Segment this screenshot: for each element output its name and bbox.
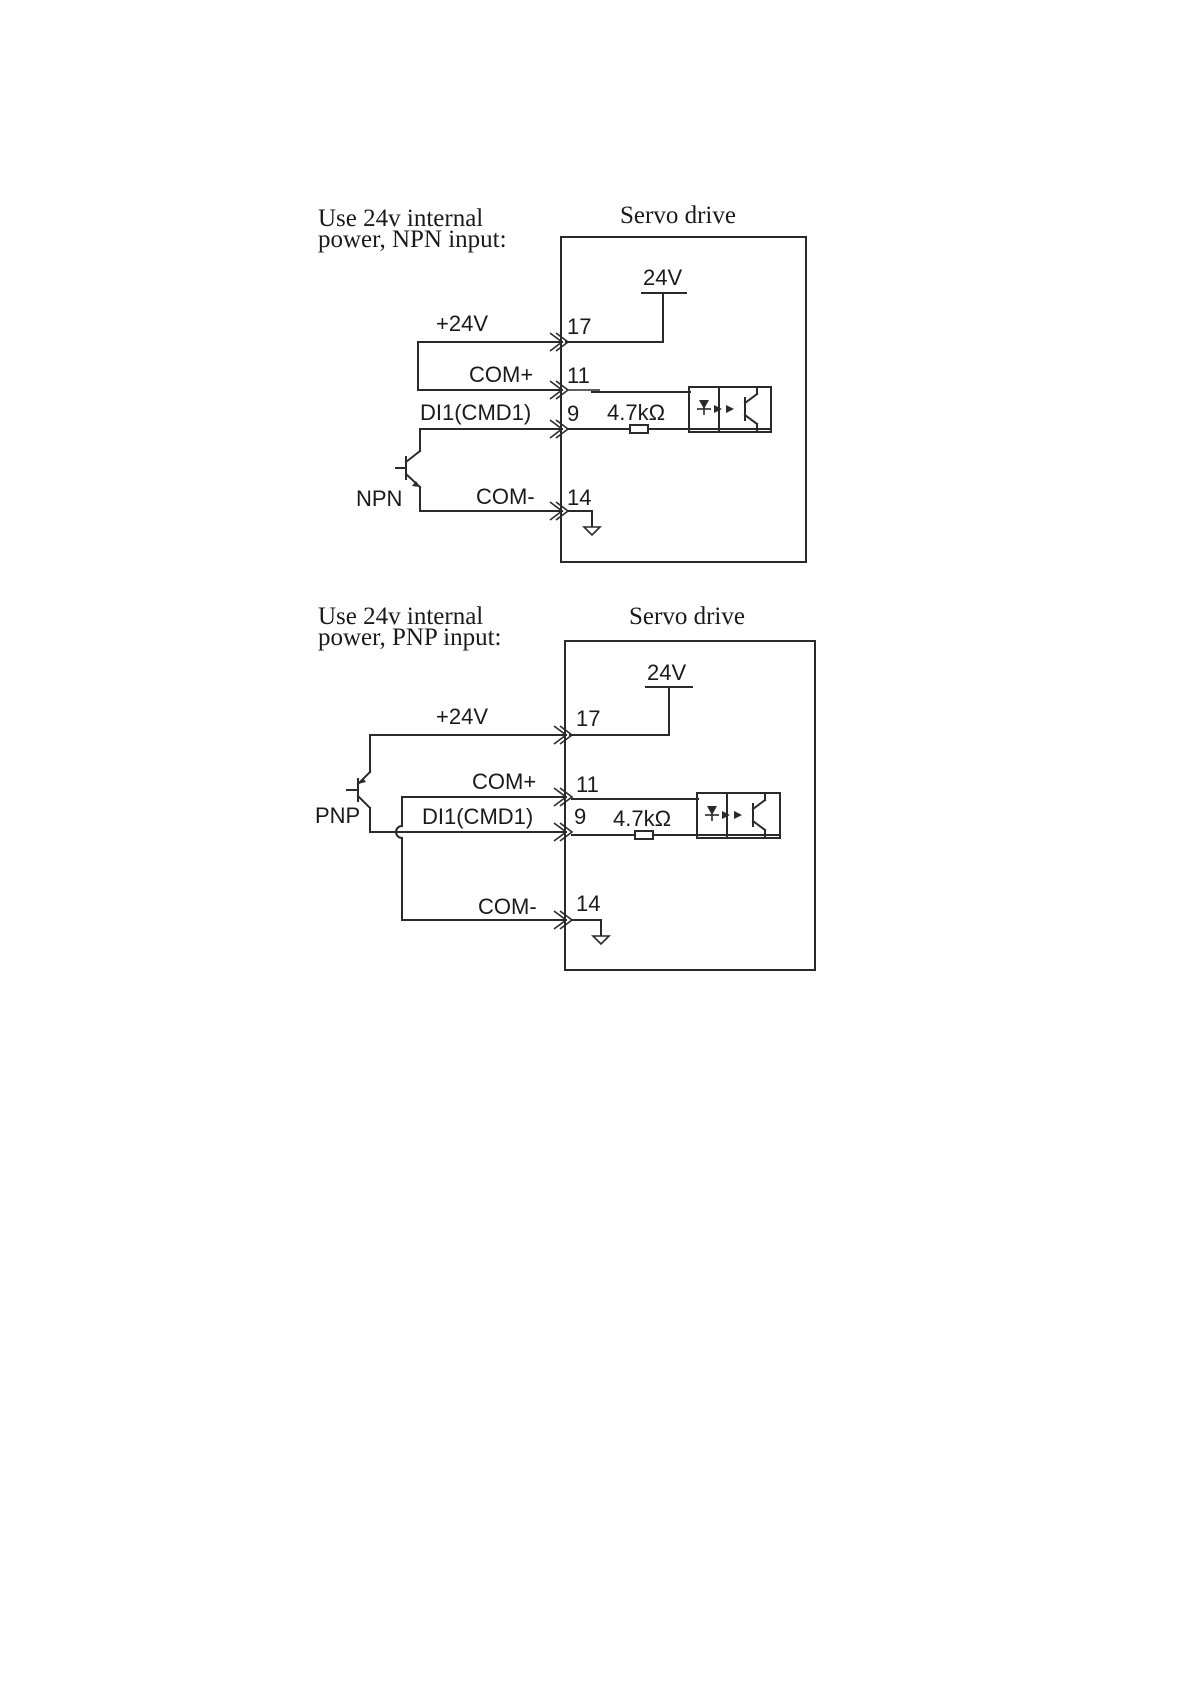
pnp-pin9: 9	[574, 804, 586, 829]
npn-transistor-label: NPN	[356, 486, 402, 511]
npn-comp-label: COM+	[469, 362, 533, 387]
pnp-resistor-label: 4.7kΩ	[613, 806, 671, 831]
pnp-resistor-icon	[635, 831, 653, 839]
pnp-plus24-label: +24V	[436, 704, 488, 729]
pnp-supply-label: 24V	[647, 660, 686, 685]
npn-drive-label: Servo drive	[620, 202, 736, 229]
npn-optocoupler-icon	[689, 387, 771, 432]
pnp-ground-icon	[572, 920, 609, 944]
npn-di-label: DI1(CMD1)	[420, 400, 531, 425]
npn-pin11: 11	[567, 363, 590, 388]
pnp-transistor-label: PNP	[315, 803, 360, 828]
pnp-comp-label: COM+	[472, 769, 536, 794]
npn-caption-line2: power, NPN input:	[318, 226, 507, 253]
npn-diagram: Use 24v internal power, NPN input: Servo…	[318, 202, 806, 562]
npn-pin9: 9	[567, 401, 579, 426]
pnp-terminal-arrows	[554, 726, 572, 929]
npn-plus24-label: +24V	[436, 311, 488, 336]
npn-resistor-label: 4.7kΩ	[607, 400, 665, 425]
npn-pin14: 14	[567, 485, 591, 510]
pnp-pin17: 17	[576, 706, 600, 731]
pnp-drive-box	[565, 641, 815, 970]
pnp-pin11: 11	[576, 772, 599, 797]
npn-terminal-arrows	[550, 333, 568, 520]
npn-resistor-icon	[630, 425, 648, 433]
npn-comn-label: COM-	[476, 484, 535, 509]
npn-transistor-icon	[396, 451, 420, 487]
pnp-caption-line2: power, PNP input:	[318, 624, 502, 651]
pnp-optocoupler-icon	[697, 793, 780, 838]
pnp-pin14: 14	[576, 891, 600, 916]
npn-di-wire	[420, 429, 562, 451]
npn-ground-icon	[568, 511, 600, 535]
pnp-drive-label: Servo drive	[629, 603, 745, 630]
pnp-comn-label: COM-	[478, 894, 537, 919]
pnp-plus24-wire	[370, 735, 566, 772]
pnp-diagram: Use 24v internal power, PNP input: Servo…	[315, 603, 815, 970]
npn-supply-label: 24V	[643, 265, 682, 290]
pnp-di-label: DI1(CMD1)	[422, 804, 533, 829]
npn-pin17: 17	[567, 314, 591, 339]
npn-drive-box	[561, 237, 806, 562]
